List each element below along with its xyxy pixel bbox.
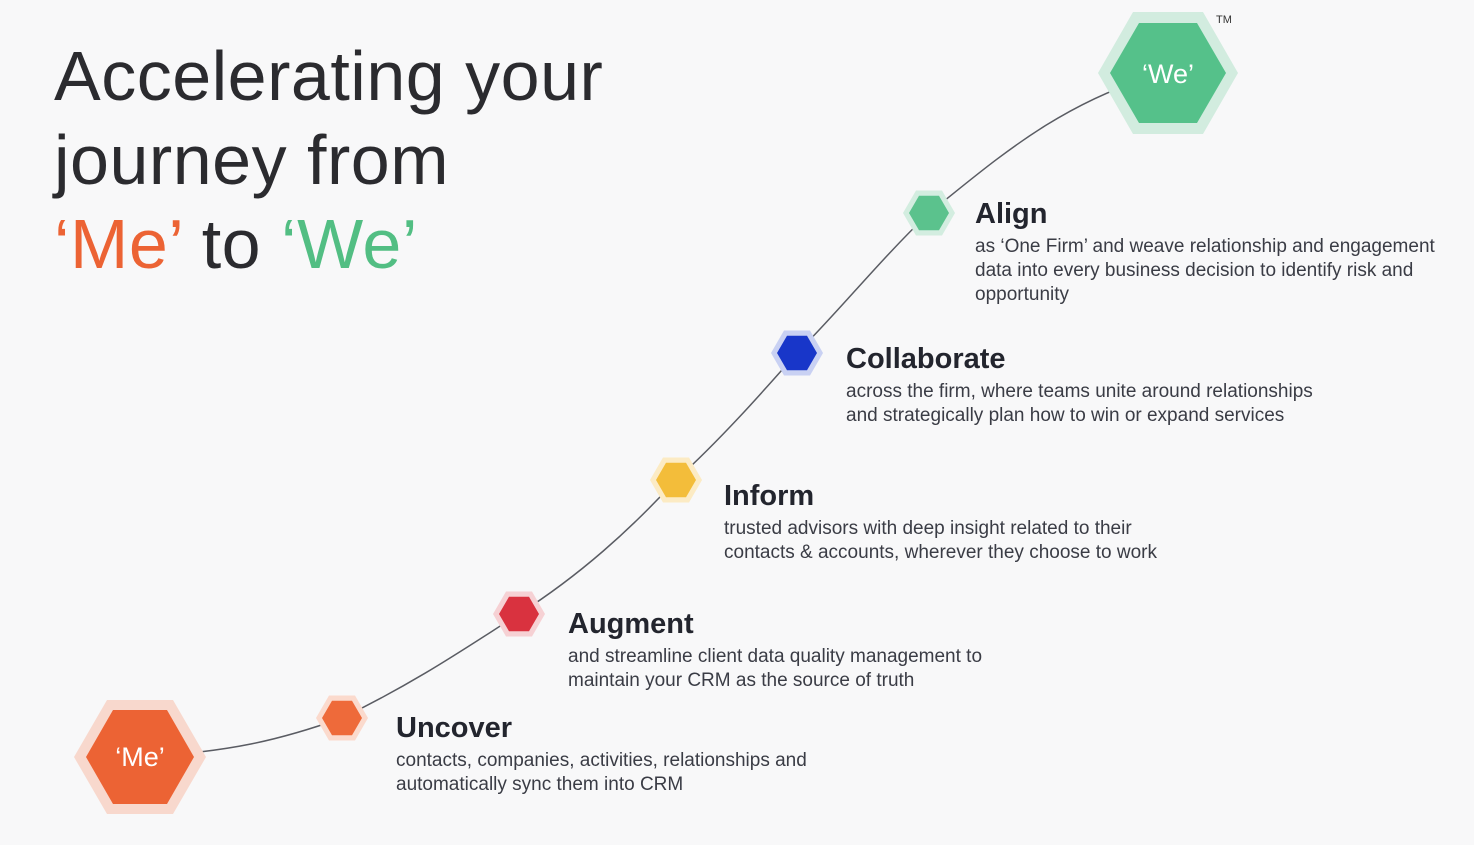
- title-me: ‘Me’: [54, 205, 182, 283]
- step-title: Augment: [568, 608, 694, 640]
- me-hexagon-core: [86, 710, 194, 804]
- step-title: Align: [975, 198, 1048, 230]
- we-hexagon: ‘We’: [1098, 12, 1238, 134]
- page-title: Accelerating your journey from ‘Me’ to ‘…: [54, 34, 603, 286]
- step-inform: Inform trusted advisors with deep insigh…: [724, 479, 1194, 565]
- step-description: and streamline client data quality manag…: [568, 646, 983, 691]
- me-hexagon: ‘Me’: [74, 700, 206, 814]
- marker-hexagon-align: [909, 195, 949, 231]
- step-title: Inform: [724, 480, 815, 512]
- we-label: ‘We’: [1142, 59, 1194, 89]
- step-description: trusted advisors with deep insight relat…: [724, 518, 1157, 563]
- title-line-1: Accelerating your: [54, 37, 604, 115]
- step-collaborate: Collaborate across the firm, where teams…: [846, 342, 1316, 428]
- trademark-mark: TM: [1216, 14, 1232, 26]
- step-title: Collaborate: [846, 343, 1006, 375]
- we-hexagon-core: [1110, 23, 1226, 123]
- step-augment: Augment and streamline client data quali…: [568, 607, 1038, 693]
- title-to: to: [181, 205, 282, 283]
- me-label: ‘Me’: [115, 742, 165, 772]
- step-description: contacts, companies, activities, relatio…: [396, 750, 807, 795]
- marker-hexagon-collaborate: [777, 335, 817, 371]
- step-title: Uncover: [396, 712, 513, 744]
- title-line-2: journey from: [54, 121, 450, 199]
- step-description: as ‘One Firm’ and weave relationship and…: [975, 236, 1435, 305]
- marker-hexagon-uncover: [322, 700, 362, 736]
- step-description: across the firm, where teams unite aroun…: [846, 381, 1313, 426]
- title-we: ‘We’: [281, 205, 418, 283]
- marker-hexagon-augment: [499, 596, 539, 632]
- step-uncover: Uncover contacts, companies, activities,…: [396, 711, 866, 797]
- step-align: Align as ‘One Firm’ and weave relationsh…: [975, 197, 1445, 307]
- marker-hexagon-inform: [656, 462, 696, 498]
